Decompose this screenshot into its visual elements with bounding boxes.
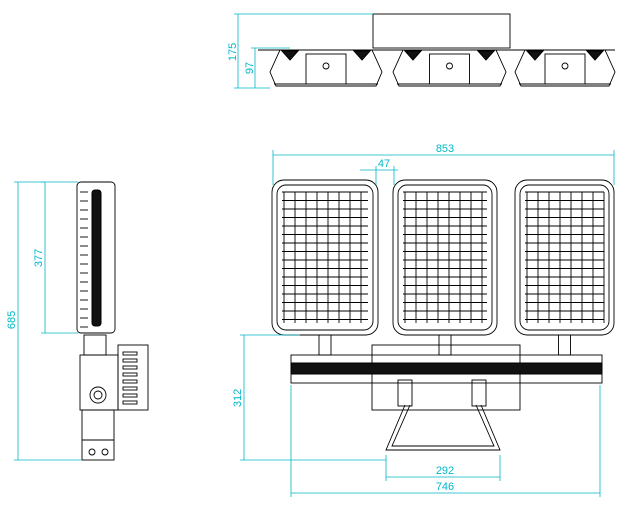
dim-377: 377 xyxy=(33,249,45,267)
dim-746: 746 xyxy=(436,481,454,493)
front-view: 853 47 312 292 746 xyxy=(232,143,615,497)
top-view: 175 97 xyxy=(227,13,616,89)
u-bracket xyxy=(385,404,501,451)
dim-175: 175 xyxy=(227,43,239,61)
mount-plate xyxy=(371,344,521,411)
dim-292: 292 xyxy=(436,465,454,477)
lamp-module xyxy=(514,179,615,356)
top-lamp-module xyxy=(392,49,507,87)
top-lamp-module xyxy=(269,49,383,87)
dim-312: 312 xyxy=(232,389,244,407)
dim-853: 853 xyxy=(436,143,454,155)
side-lamp xyxy=(76,181,116,334)
side-view: 377 685 xyxy=(6,181,149,461)
pole-mount xyxy=(81,409,115,461)
lamp-module xyxy=(392,179,498,356)
dim-47: 47 xyxy=(378,158,390,170)
top-mount-plate xyxy=(372,13,511,49)
dim-685: 685 xyxy=(6,311,18,329)
lamp-module xyxy=(271,179,379,356)
top-lamp-module xyxy=(514,49,616,87)
dim-97: 97 xyxy=(244,62,256,74)
driver-box xyxy=(117,344,149,411)
